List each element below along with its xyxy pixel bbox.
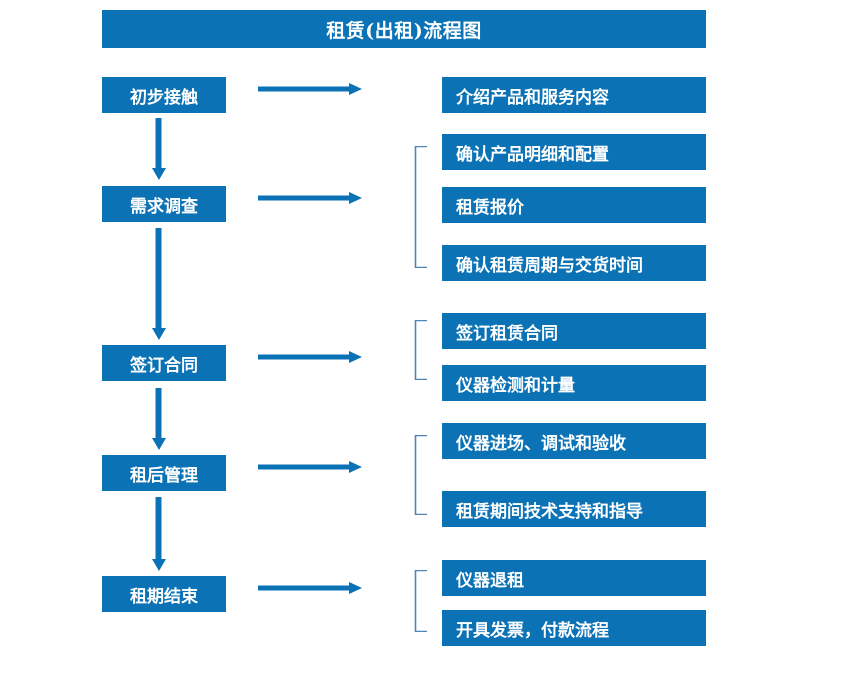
vertical-arrow-icon [150,497,168,571]
detail-node-detail-10[interactable]: 开具发票，付款流程 [442,610,706,646]
horizontal-arrow-icon [258,349,362,365]
node-label: 租赁期间技术支持和指导 [456,501,643,522]
horizontal-arrow-icon [258,459,362,475]
group-bracket-5 [414,570,428,632]
node-label: 租期结束 [130,586,198,607]
node-label: 需求调查 [130,196,198,217]
vertical-arrow-icon [150,228,168,340]
node-label: 初步接触 [130,87,198,108]
vertical-arrow-icon [150,388,168,450]
stage-node-stage-5[interactable]: 租期结束 [102,576,226,612]
node-label: 租赁报价 [456,197,524,218]
detail-node-detail-4[interactable]: 确认租赁周期与交货时间 [442,245,706,281]
node-label: 仪器进场、调试和验收 [456,433,626,454]
detail-node-detail-2[interactable]: 确认产品明细和配置 [442,134,706,170]
stage-node-stage-1[interactable]: 初步接触 [102,77,226,113]
detail-node-detail-8[interactable]: 租赁期间技术支持和指导 [442,491,706,527]
node-label: 签订合同 [130,355,198,376]
horizontal-arrow-icon [258,580,362,596]
vertical-arrow-icon [150,118,168,180]
stage-node-stage-3[interactable]: 签订合同 [102,345,226,381]
horizontal-arrow-icon [258,190,362,206]
chart-title-bar: 租赁(出租)流程图 [102,10,706,48]
node-label: 租后管理 [130,465,198,486]
page-title: 租赁(出租)流程图 [326,19,482,42]
node-label: 确认租赁周期与交货时间 [456,255,643,276]
detail-node-detail-5[interactable]: 签订租赁合同 [442,313,706,349]
group-bracket-2 [414,146,428,268]
detail-node-detail-1[interactable]: 介绍产品和服务内容 [442,77,706,113]
stage-node-stage-4[interactable]: 租后管理 [102,455,226,491]
group-bracket-3 [414,320,428,380]
detail-node-detail-6[interactable]: 仪器检测和计量 [442,365,706,401]
detail-node-detail-7[interactable]: 仪器进场、调试和验收 [442,423,706,459]
node-label: 确认产品明细和配置 [456,144,609,165]
detail-node-detail-3[interactable]: 租赁报价 [442,187,706,223]
detail-node-detail-9[interactable]: 仪器退租 [442,560,706,596]
group-bracket-4 [414,435,428,515]
node-label: 介绍产品和服务内容 [456,87,609,108]
node-label: 签订租赁合同 [456,323,558,344]
node-label: 仪器检测和计量 [456,375,575,396]
horizontal-arrow-icon [258,81,362,97]
stage-node-stage-2[interactable]: 需求调查 [102,186,226,222]
node-label: 仪器退租 [456,570,524,591]
node-label: 开具发票，付款流程 [456,620,609,641]
